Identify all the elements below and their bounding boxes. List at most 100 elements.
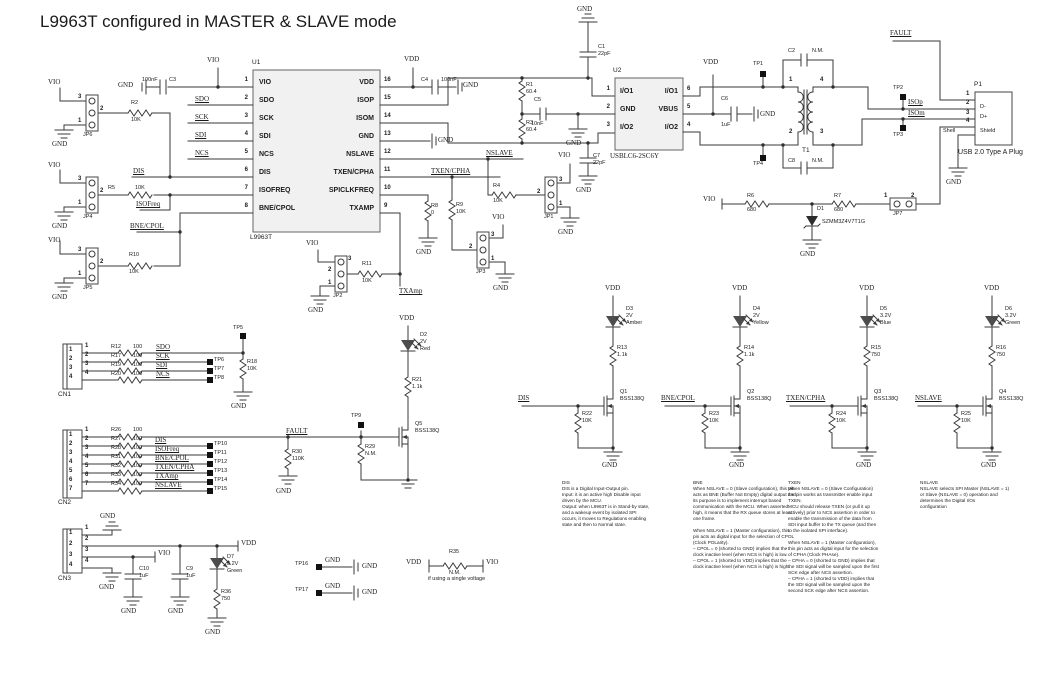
net-vio: VIO <box>486 558 499 566</box>
d1-part: SZMM3Z4V7T1G <box>822 219 866 225</box>
cn2-sig: TXAmp <box>155 472 179 480</box>
jp2-pin1: 1 <box>328 280 332 286</box>
tp2-label: TP2 <box>893 85 904 91</box>
net-gnd: GND <box>276 487 292 495</box>
r4-ref: R4 <box>493 183 501 189</box>
d1-ref: D1 <box>817 206 825 212</box>
jp6-pin2: 2 <box>100 106 104 112</box>
net-gnd: GND <box>800 250 816 258</box>
resistor-label-r15: R15 750 <box>871 345 882 359</box>
net-gnd: GND <box>325 582 341 590</box>
cn1-num: 4 <box>69 374 73 380</box>
cn3-num: 1 <box>69 530 73 536</box>
r35-ref: R35 <box>449 549 460 555</box>
c8-ref: C8 <box>788 158 796 164</box>
resistor-label-r9: R9 10K <box>456 202 466 216</box>
led-columns <box>522 296 1006 461</box>
net-isofreq: ISOFreq <box>136 200 161 208</box>
resistor-label-r3: R3 60.4 <box>526 120 537 134</box>
jp1-pin1: 1 <box>559 201 563 207</box>
cn2-wire-num: 1 <box>85 427 89 433</box>
cn1-region <box>63 333 253 401</box>
net-gnd: GND <box>566 139 582 147</box>
tp13-label: TP13 <box>214 468 228 474</box>
c8-val: N.M. <box>812 158 824 164</box>
u1-pin-num: 3 <box>244 113 248 119</box>
tp-r35-region <box>316 559 483 601</box>
p1-pin-num: 3 <box>966 110 970 116</box>
u1-pin-name: ISOP <box>357 97 374 104</box>
u2-pin-num: 6 <box>687 86 691 92</box>
cap-label-c1: C1 22pF <box>598 44 611 58</box>
cn1-r-val: 100 <box>133 362 143 368</box>
jp5-ref: JP5 <box>83 285 93 291</box>
cn1-ref: CN1 <box>58 391 72 398</box>
u2-pin-num: 2 <box>606 104 610 110</box>
t1-ref: T1 <box>802 147 810 154</box>
note-single-voltage: if using a single voltage <box>428 576 486 582</box>
net-vdd: VDD <box>859 284 875 292</box>
u1-pin-name: ISOFREQ <box>259 187 291 194</box>
p1-pin-shell: Shell <box>943 128 956 134</box>
u1-pin-num: 7 <box>244 185 248 191</box>
net-nslave: NSLAVE <box>915 394 942 402</box>
cn2-num: 4 <box>69 459 73 465</box>
cn1-wire-num: 1 <box>85 343 89 349</box>
note-nslave: NSLAVE NSLAVE selects SPI Master (NSLAVE… <box>920 480 1010 510</box>
u1-pin-name: GND <box>358 133 374 140</box>
cn1-r-val: 100 <box>133 353 143 359</box>
t1-pin-num: 4 <box>820 77 824 83</box>
cn3-ref: CN3 <box>58 575 72 582</box>
cn2-sig: ISOFreq <box>155 445 180 453</box>
jp2-pin2: 2 <box>328 267 332 273</box>
cap-label-c7: C7 22pF <box>593 153 606 167</box>
p1-pin-dminus: D- <box>980 104 986 110</box>
u1-pin-num: 5 <box>244 149 248 155</box>
net-gnd: GND <box>205 628 221 636</box>
u1-pin-name: VDD <box>359 79 374 86</box>
led-label-d4: D4 2V Yellow <box>753 306 769 327</box>
cn2-r-ref: R27 <box>111 436 122 442</box>
u1-pin-name: ISOM <box>356 115 374 122</box>
net-gnd: GND <box>729 461 745 469</box>
u1-pin-name: BNE/CPOL <box>259 205 296 212</box>
tp10-label: TP10 <box>214 441 228 447</box>
cn3-num: 3 <box>69 552 73 558</box>
u1-pin-name: NSLAVE <box>346 151 374 158</box>
u1-pin-num: 14 <box>384 113 391 119</box>
cn2-num: 3 <box>69 450 73 456</box>
cn1-sig: SCK <box>156 352 170 360</box>
net-txencpha: TXEN/CPHA <box>431 167 471 175</box>
note-dis: DIS DIS is a Digital Input-Output pin. I… <box>562 480 650 528</box>
cn1-wire-num: 3 <box>85 361 89 367</box>
cn3-wire-num: 1 <box>85 525 89 531</box>
resistor-label-r16: R16 750 <box>996 345 1007 359</box>
u1-ref: U1 <box>252 59 261 66</box>
net-isop: ISOp <box>908 98 923 106</box>
cn1-sig: SDO <box>156 343 171 351</box>
net-gnd: GND <box>231 402 247 410</box>
jp7-pin1: 1 <box>884 193 888 199</box>
jp5-pin2: 2 <box>100 259 104 265</box>
cn2-wire-num: 7 <box>85 481 89 487</box>
resistor-label-r21: R21 1.1k <box>412 377 423 391</box>
cn2-num: 7 <box>69 486 73 492</box>
net-bnecpol: BNE/CPOL <box>130 222 164 230</box>
u2-pin-num: 4 <box>687 122 691 128</box>
net-vio: VIO <box>158 549 171 557</box>
net-vio: VIO <box>492 213 505 221</box>
u1-part: L9963T <box>250 234 273 241</box>
c6-val: 1uF <box>721 122 731 128</box>
c4-val: 100nF <box>441 77 457 83</box>
p1-pin-num: 4 <box>966 118 970 124</box>
cn1-sig: SDI <box>156 361 168 369</box>
cap-label-c9: C9 1uF <box>186 566 196 580</box>
cn3-wire-num: 2 <box>85 536 89 542</box>
c5-val: 10nF <box>531 121 544 127</box>
net-gnd: GND <box>52 140 68 148</box>
cn1-r-ref: R12 <box>111 344 122 350</box>
c3-val: 100nF <box>142 77 158 83</box>
cn2-wire-num: 4 <box>85 454 89 460</box>
tp7-label: TP7 <box>214 366 225 372</box>
u2-pin-name: I/O1 <box>620 88 634 95</box>
